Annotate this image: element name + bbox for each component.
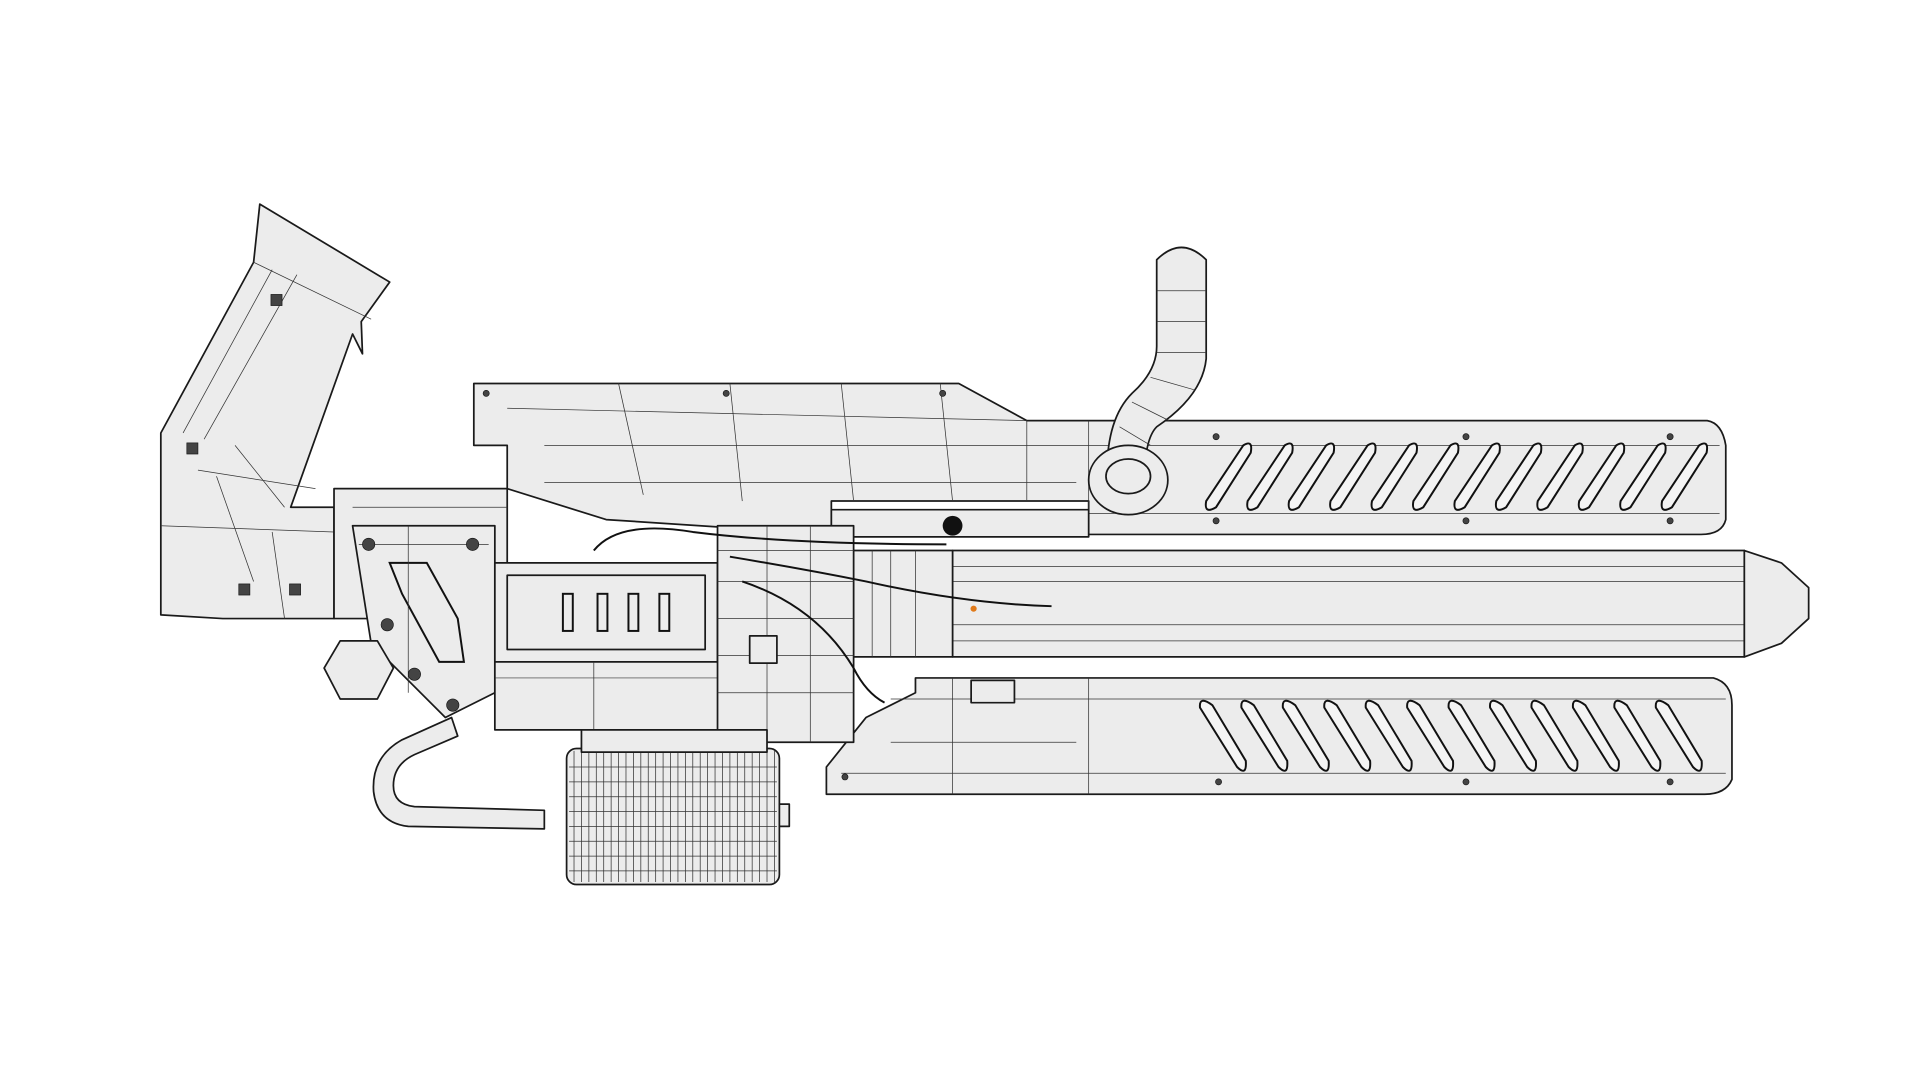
vent-slot: [1489, 699, 1538, 772]
screw-icon: [270, 294, 283, 306]
motor-drum: [565, 729, 791, 886]
vent-slot: [1571, 699, 1620, 772]
bolt-icon: [1462, 517, 1470, 525]
vent-slot: [1370, 442, 1418, 511]
bolt-icon: [1666, 433, 1674, 441]
bolt-icon: [1666, 778, 1674, 786]
bolt-icon: [1462, 433, 1470, 441]
bolt-icon: [362, 537, 376, 551]
rear-block: [323, 487, 509, 719]
screw-icon: [186, 442, 199, 455]
bolt-icon: [407, 667, 421, 681]
vent-slot: [1536, 442, 1584, 511]
vent-slot: [1494, 442, 1543, 511]
marker-dot: [970, 605, 977, 612]
coolant-hose: [372, 716, 546, 830]
vent-slot: [1530, 699, 1579, 772]
barrel: [852, 549, 1810, 658]
screw-icon: [238, 583, 251, 596]
bolt-icon: [722, 390, 730, 397]
cables: [593, 515, 1052, 704]
vent-slot: [1329, 442, 1377, 511]
bolt-icon: [939, 390, 947, 397]
vent-slots: [1198, 442, 1709, 772]
lower-shroud: [825, 677, 1733, 796]
vent-slot: [1287, 442, 1336, 511]
bolt-icon: [380, 618, 394, 632]
bolt-icon: [446, 698, 460, 712]
screw-icon: [289, 583, 301, 596]
vent-slot: [1619, 442, 1667, 511]
connector: [942, 515, 963, 536]
vent-slot: [1198, 699, 1247, 772]
vent-tube: [1087, 246, 1208, 516]
vent-slot: [1323, 699, 1372, 772]
bolt-icon: [466, 537, 480, 551]
vent-slot: [1246, 442, 1294, 511]
bolt-icon: [1215, 778, 1222, 786]
bolt-icon: [1666, 517, 1674, 525]
vent-slot: [1660, 442, 1709, 511]
receiver-box: [493, 524, 855, 744]
bolt-icon: [1212, 433, 1220, 441]
bolt-icon: [482, 390, 490, 397]
vent-slot: [1447, 699, 1496, 772]
hex-nut: [323, 639, 395, 700]
vent-slot: [1412, 442, 1460, 511]
vent-slot: [1281, 699, 1330, 772]
vent-slot: [1364, 699, 1413, 772]
bolt-icon: [1212, 517, 1220, 525]
vent-slot: [1577, 442, 1626, 511]
vent-slot: [1613, 699, 1662, 772]
shroud-bolts: [482, 390, 1674, 786]
vent-slot: [1453, 442, 1501, 511]
bolt-icon: [841, 773, 849, 781]
vent-slot: [1654, 699, 1703, 772]
vent-slot: [1204, 442, 1253, 511]
bolt-icon: [1462, 778, 1470, 786]
vent-slot: [1240, 699, 1289, 772]
vent-slot: [1406, 699, 1455, 772]
